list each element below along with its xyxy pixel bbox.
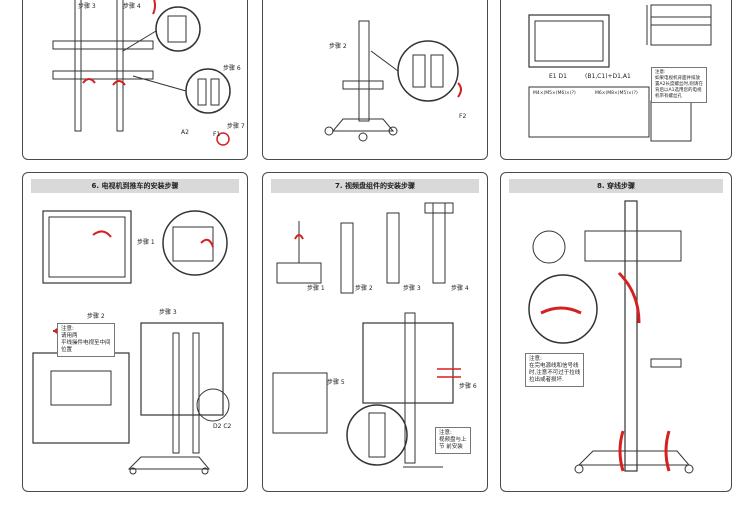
note-dimensions: 注意: 如果电视机背面并排放 置A2长度螺丝时,则请在 背后以A1选用您的电视 … (651, 67, 707, 103)
label-b1c1: (B1,C1)+D1,A1 (585, 73, 631, 80)
label-step2: 步骤 2 (329, 43, 347, 50)
label-mx: M4×(M5×(M6)×(?) (533, 91, 576, 96)
note-video-tray: 注意: 视频盘与上 节 前安装 (435, 427, 471, 454)
cart-illustration (324, 20, 462, 142)
panel-title: 6. 电视机到推车的安装步骤 (31, 179, 239, 193)
label-f1: F1 (213, 131, 221, 138)
label-d2c2: D2 C2 (213, 423, 232, 430)
label-step3: 步骤 3 (78, 3, 96, 10)
tv-mount-illustration (52, 0, 231, 146)
note-tv-to-cart: 注意: 请用两 平线操件电视至中间 位置 (57, 323, 115, 357)
panel-step-3: 步骤 3 步骤 4 步骤 6 步骤 7 A2 F1 (22, 0, 248, 160)
panel-tv-to-cart: 6. 电视机到推车的安装步骤 步骤 1 步骤 2 步骤 3 D2 C2 注意: … (22, 172, 248, 492)
bracket-illustration (528, 4, 712, 142)
note-cable-routing: 注意: 在完电源线和信号线 时,注意不可过于拉线 拉出或者损坏. (525, 353, 585, 387)
label-step1: 步骤 1 (137, 239, 155, 246)
label-a2: A2 (181, 129, 189, 136)
video-tray-illustration (272, 202, 461, 468)
label-step2: 步骤 2 (355, 285, 373, 292)
label-step2: 步骤 2 (87, 313, 105, 320)
label-step7: 步骤 7 (227, 123, 245, 130)
label-step3: 步骤 3 (403, 285, 421, 292)
label-step6: 步骤 6 (223, 65, 241, 72)
panel-step-2: 步骤 2 F2 (262, 0, 488, 160)
panel-cable-routing: 8. 穿线步骤 注意: 在完电源线和信号线 时,注意不可过于拉线 拉出或者损坏. (500, 172, 732, 492)
panel-title: 7. 视频盘组件的安装步骤 (271, 179, 479, 193)
label-step4: 步骤 4 (451, 285, 469, 292)
label-e1d1: E1 D1 (549, 73, 567, 80)
cable-routing-illustration (528, 200, 694, 474)
label-step5: 步骤 5 (327, 379, 345, 386)
label-step6: 步骤 6 (459, 383, 477, 390)
label-f2: F2 (459, 113, 467, 120)
label-step4: 步骤 4 (123, 3, 141, 10)
label-step3: 步骤 3 (159, 309, 177, 316)
label-step1: 步骤 1 (307, 285, 325, 292)
panel-video-tray: 7. 视频盘组件的安装步骤 步骤 1 步骤 2 步骤 3 步骤 4 步骤 5 步… (262, 172, 488, 492)
panel-dimensions: E1 D1 (B1,C1)+D1,A1 M4×(M5×(M6)×(?) M6×(… (500, 0, 732, 160)
panel-title: 8. 穿线步骤 (509, 179, 723, 193)
label-my: M6×(M8×(M5)×(?) (595, 91, 638, 96)
